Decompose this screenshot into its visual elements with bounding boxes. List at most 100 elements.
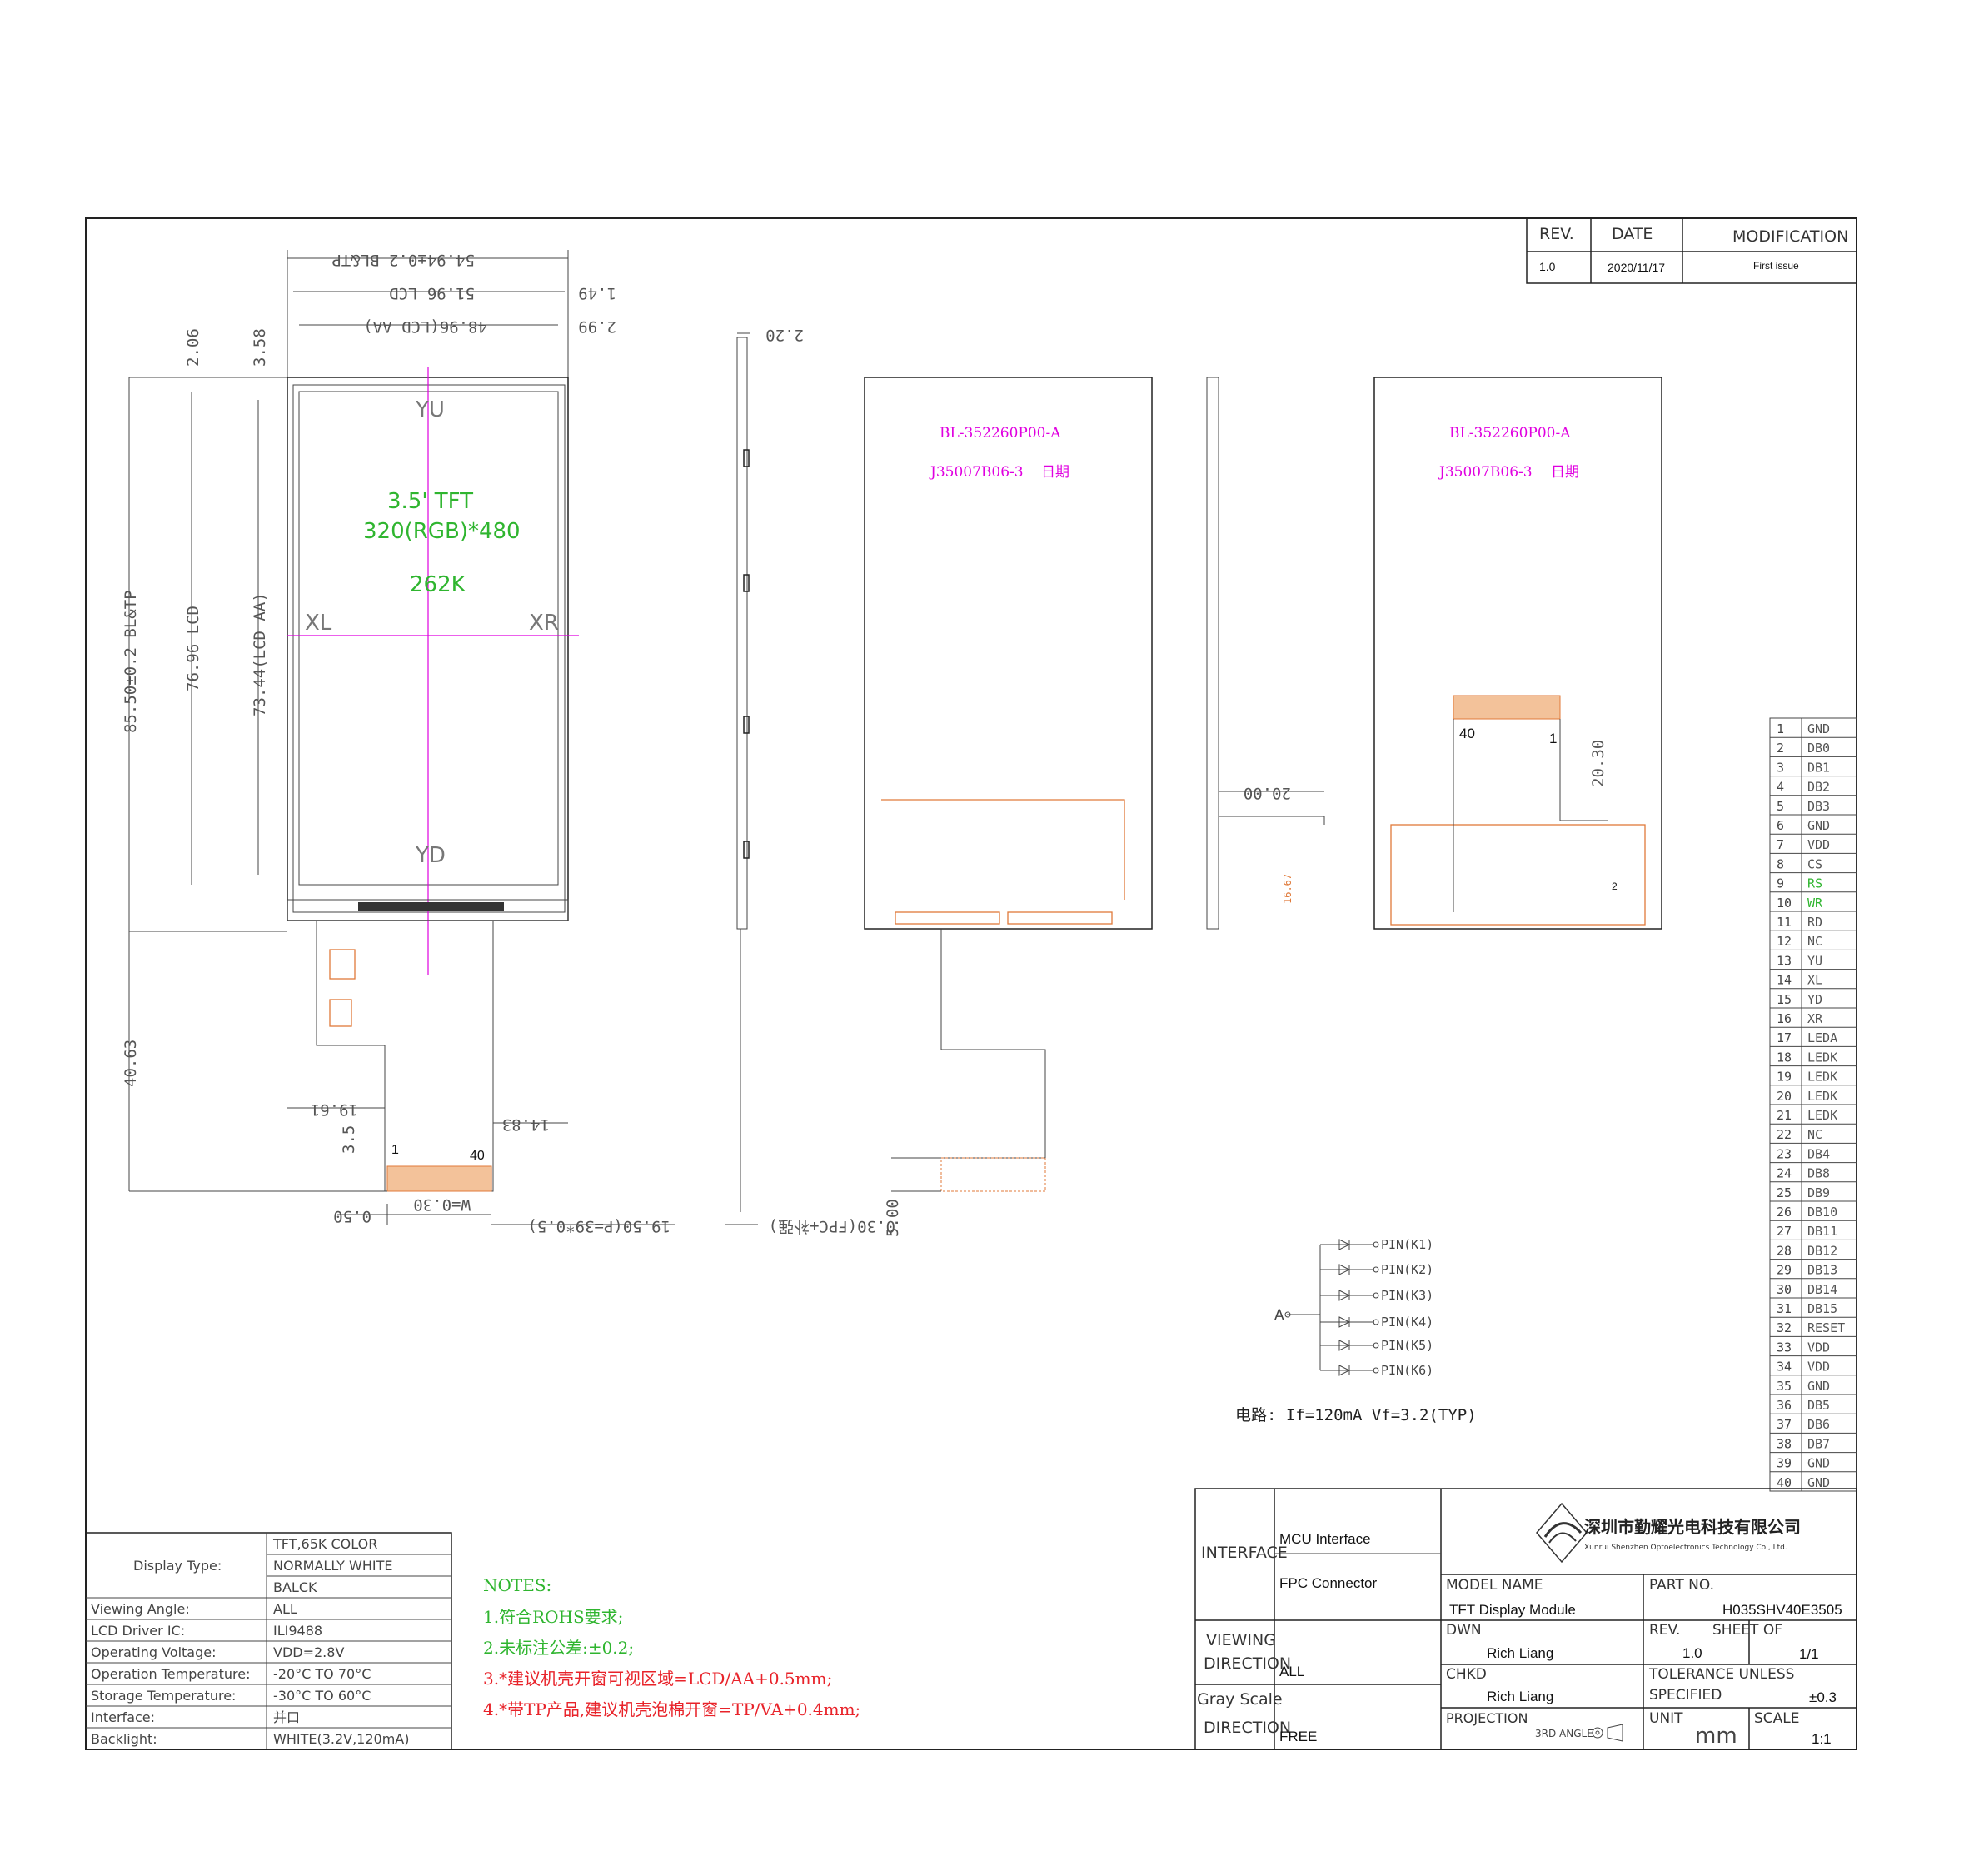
pin-number: 2 (1777, 741, 1784, 756)
pin-number: 29 (1777, 1263, 1792, 1278)
pin-number: 16 (1777, 1011, 1792, 1026)
date-header: DATE (1612, 225, 1653, 243)
led-diode-icon (1338, 1290, 1351, 1301)
panel-size-text: 3.5' TFT (387, 489, 473, 514)
title-block: INTERFACE MCU Interface FPC Connector VI… (1194, 1488, 1857, 1750)
led-cathode-label: PIN(K2) (1381, 1262, 1433, 1277)
pin-name: VDD (1807, 1340, 1830, 1355)
pin-name: DB3 (1807, 799, 1830, 814)
pin-number: 39 (1777, 1456, 1792, 1471)
pin-number: 36 (1777, 1398, 1792, 1413)
projection-symbol-icon (1592, 1724, 1623, 1742)
spec-value: WHITE(3.2V,120mA) (273, 1731, 409, 1747)
pin-number: 7 (1777, 837, 1784, 852)
spec-value: -20°C TO 70°C (273, 1666, 371, 1682)
rev-label: REV. (1649, 1622, 1680, 1639)
pin-name: LEDK (1807, 1089, 1837, 1104)
scale-label: SCALE (1754, 1710, 1800, 1727)
pin-name: VDD (1807, 1360, 1830, 1375)
interface-value-1: MCU Interface (1279, 1531, 1371, 1547)
back-label-3: 日期 (1041, 464, 1069, 481)
pin-name: YU (1807, 953, 1822, 968)
pin-name: DB9 (1807, 1185, 1830, 1200)
pin-number: 38 (1777, 1436, 1792, 1451)
pin-name: DB11 (1807, 1224, 1837, 1239)
pin-number: 21 (1777, 1108, 1792, 1123)
tolerance-label-2: SPECIFIED (1649, 1687, 1722, 1704)
led-diode-icon (1338, 1365, 1351, 1376)
fpc-gold-fingers (386, 1165, 492, 1192)
spec-label: Operation Temperature: (91, 1666, 250, 1682)
pin-name: GND (1807, 818, 1830, 833)
pin-name: DB5 (1807, 1398, 1830, 1413)
back2-connector (1453, 695, 1561, 720)
led-caption: 电路: If=120mA Vf=3.2(TYP) (1235, 1406, 1477, 1424)
back2-label-1: BL-352260P00-A (1449, 425, 1571, 442)
led-anode-node (1284, 1311, 1291, 1318)
label-xl: XL (305, 611, 332, 636)
pin-name: XL (1807, 973, 1822, 988)
pin-name: NC (1807, 1127, 1822, 1142)
front-view: YU YD XL XR 3.5' TFT 320(RGB)*480 262K 1… (122, 250, 675, 1235)
viewing-label-2: DIRECTION (1204, 1654, 1291, 1673)
back2-mark: 2 (1612, 881, 1618, 892)
pin-name: VDD (1807, 837, 1830, 852)
spec-value: ILI9488 (273, 1623, 322, 1639)
pin-name: RESET (1807, 1320, 1845, 1335)
pin-name: DB10 (1807, 1205, 1837, 1220)
pin-number: 1 (1777, 721, 1784, 736)
gray-value: FREE (1279, 1729, 1317, 1744)
spec-value: -30°C TO 60°C (273, 1688, 371, 1704)
led-diode-icon (1338, 1264, 1351, 1275)
fpc-pin-first: 1 (391, 1143, 399, 1157)
sheet-label: SHEET OF (1712, 1622, 1782, 1639)
projection-label: PROJECTION (1446, 1710, 1528, 1726)
dim-fpc-right: 14.83 (502, 1115, 550, 1134)
led-diode-icon (1338, 1239, 1351, 1250)
modification-value: First issue (1753, 260, 1799, 272)
tolerance-label-1: TOLERANCE UNLESS (1648, 1666, 1794, 1683)
pin-number: 3 (1777, 760, 1784, 775)
projection-value: 3RD ANGLE (1535, 1728, 1593, 1739)
led-cathode-label: PIN(K5) (1381, 1338, 1433, 1353)
led-cathode-label: PIN(K4) (1381, 1315, 1433, 1330)
pin-name: RS (1807, 876, 1822, 891)
pin-name: YD (1807, 992, 1822, 1007)
pin-number: 5 (1777, 799, 1784, 814)
part-no-label: PART NO. (1649, 1577, 1714, 1594)
back-label-2: J35007B06-3 (929, 464, 1024, 481)
label-yu: YU (415, 397, 445, 422)
pin-number: 14 (1777, 973, 1792, 988)
spec-value: ALL (273, 1601, 297, 1617)
pin-name: NC (1807, 934, 1822, 949)
pin-number: 22 (1777, 1127, 1792, 1142)
date-value: 2020/11/17 (1608, 261, 1665, 274)
pin-number: 11 (1777, 915, 1792, 930)
dim-top-offset-1: 2.06 (184, 328, 202, 367)
pin-number: 24 (1777, 1166, 1792, 1181)
chkd-value: Rich Liang (1487, 1689, 1553, 1704)
dim-lcd-width: 51.96 LCD (389, 284, 475, 302)
pin-name: XR (1807, 1011, 1823, 1026)
pin-name: GND (1807, 1456, 1830, 1471)
led-cathode-node (1373, 1266, 1379, 1273)
pin-name: DB1 (1807, 760, 1830, 775)
model-name: TFT Display Module (1449, 1602, 1576, 1618)
pin-number: 19 (1777, 1070, 1792, 1085)
display-type-value: BALCK (273, 1579, 317, 1595)
led-cathode-label: PIN(K6) (1381, 1363, 1433, 1378)
display-type-label: Display Type: (133, 1558, 222, 1574)
back-view: BL-352260P00-A J35007B06-3 日期 5.00 (864, 377, 1153, 1237)
side2-dim-2: 16.67 (1282, 874, 1294, 904)
pin-name: DB8 (1807, 1166, 1830, 1181)
spec-value: 并口 (273, 1709, 300, 1725)
dwn-value: Rich Liang (1487, 1645, 1553, 1661)
pin-name: DB4 (1807, 1146, 1830, 1161)
led-anode-label: A (1274, 1307, 1284, 1324)
note-item: 4.*带TP产品,建议机壳泡棉开窗=TP/VA+0.4mm; (483, 1699, 860, 1719)
revision-block: REV. DATE MODIFICATION 1.0 2020/11/17 Fi… (1526, 217, 1857, 284)
unit-value: mm (1695, 1724, 1737, 1749)
back2-label-3: 日期 (1551, 464, 1579, 481)
